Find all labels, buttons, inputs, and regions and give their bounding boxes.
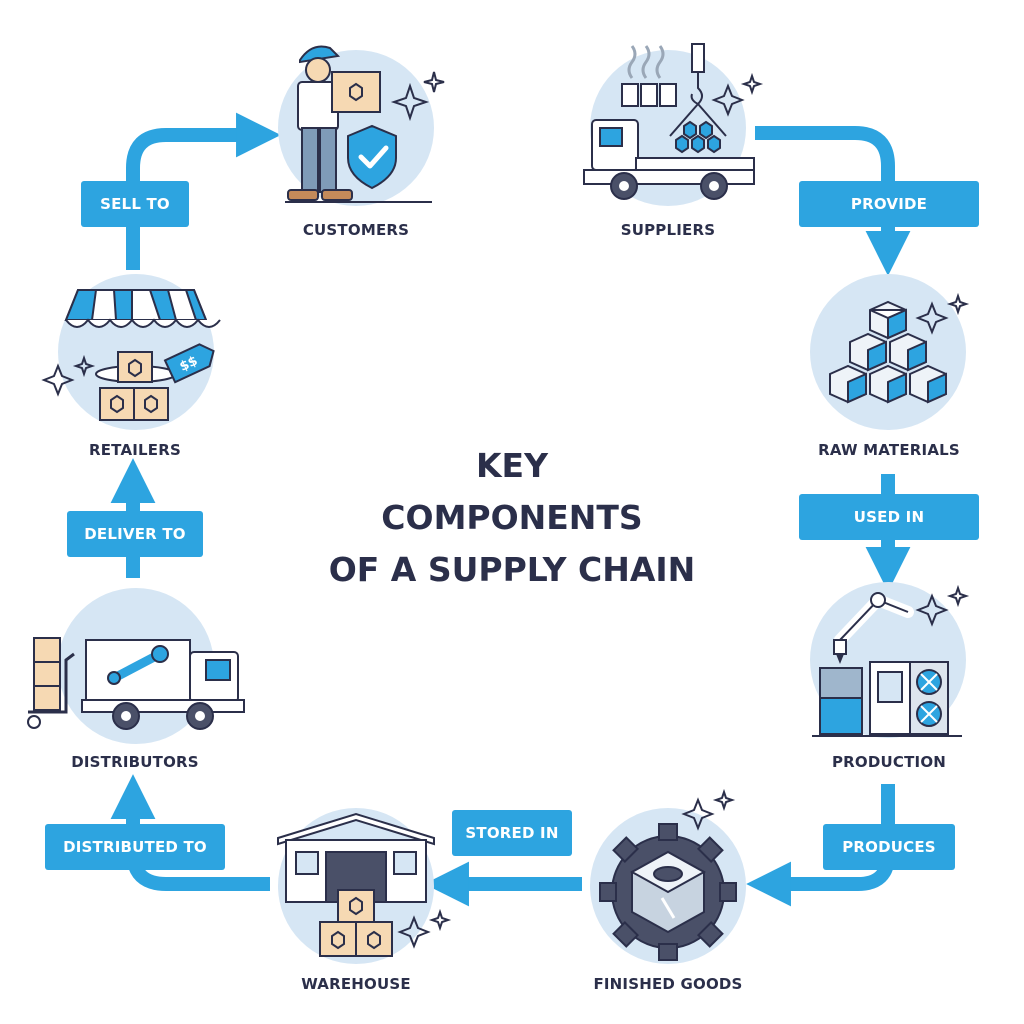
finished-goods-illustration xyxy=(590,788,746,964)
node-label-warehouse: WAREHOUSE xyxy=(301,975,411,993)
node-label-raw-materials: RAW MATERIALS xyxy=(818,441,960,459)
link-badge-produces: PRODUCES xyxy=(823,824,955,870)
customers-illustration xyxy=(278,45,445,206)
production-illustration xyxy=(810,582,970,738)
node-label-retailers: RETAILERS xyxy=(88,441,181,459)
node-label-finished-goods: FINISHED GOODS xyxy=(593,975,743,993)
node-label-production: PRODUCTION xyxy=(831,753,947,771)
node-label-customers: CUSTOMERS xyxy=(302,221,410,239)
link-badge-stored-in: STORED IN xyxy=(452,810,572,856)
node-label-suppliers: SUPPLIERS xyxy=(620,221,716,239)
arrow-provide xyxy=(755,126,911,276)
retailers-illustration: $$ xyxy=(41,274,221,430)
suppliers-illustration xyxy=(583,43,764,206)
title-line-2: COMPONENTS xyxy=(381,498,643,537)
link-badge-used-in: USED IN xyxy=(799,494,979,540)
title-line-3: OF A SUPPLY CHAIN xyxy=(328,550,696,589)
arrow-sell-to xyxy=(126,112,281,270)
distributors-illustration xyxy=(27,588,245,744)
price-tag-text: $$ xyxy=(177,354,200,375)
link-badge-sell-to: SELL TO xyxy=(81,181,189,227)
title-line-1: KEY xyxy=(475,446,548,485)
diagram-title: KEY COMPONENTS OF A SUPPLY CHAIN xyxy=(300,440,724,596)
link-badge-distributed-to: DISTRIBUTED TO xyxy=(45,824,225,870)
raw-materials-illustration xyxy=(810,274,970,430)
warehouse-illustration xyxy=(277,808,452,964)
link-badge-provide: PROVIDE xyxy=(799,181,979,227)
link-badge-deliver-to: DELIVER TO xyxy=(67,511,203,557)
node-label-distributors: DISTRIBUTORS xyxy=(71,753,199,771)
